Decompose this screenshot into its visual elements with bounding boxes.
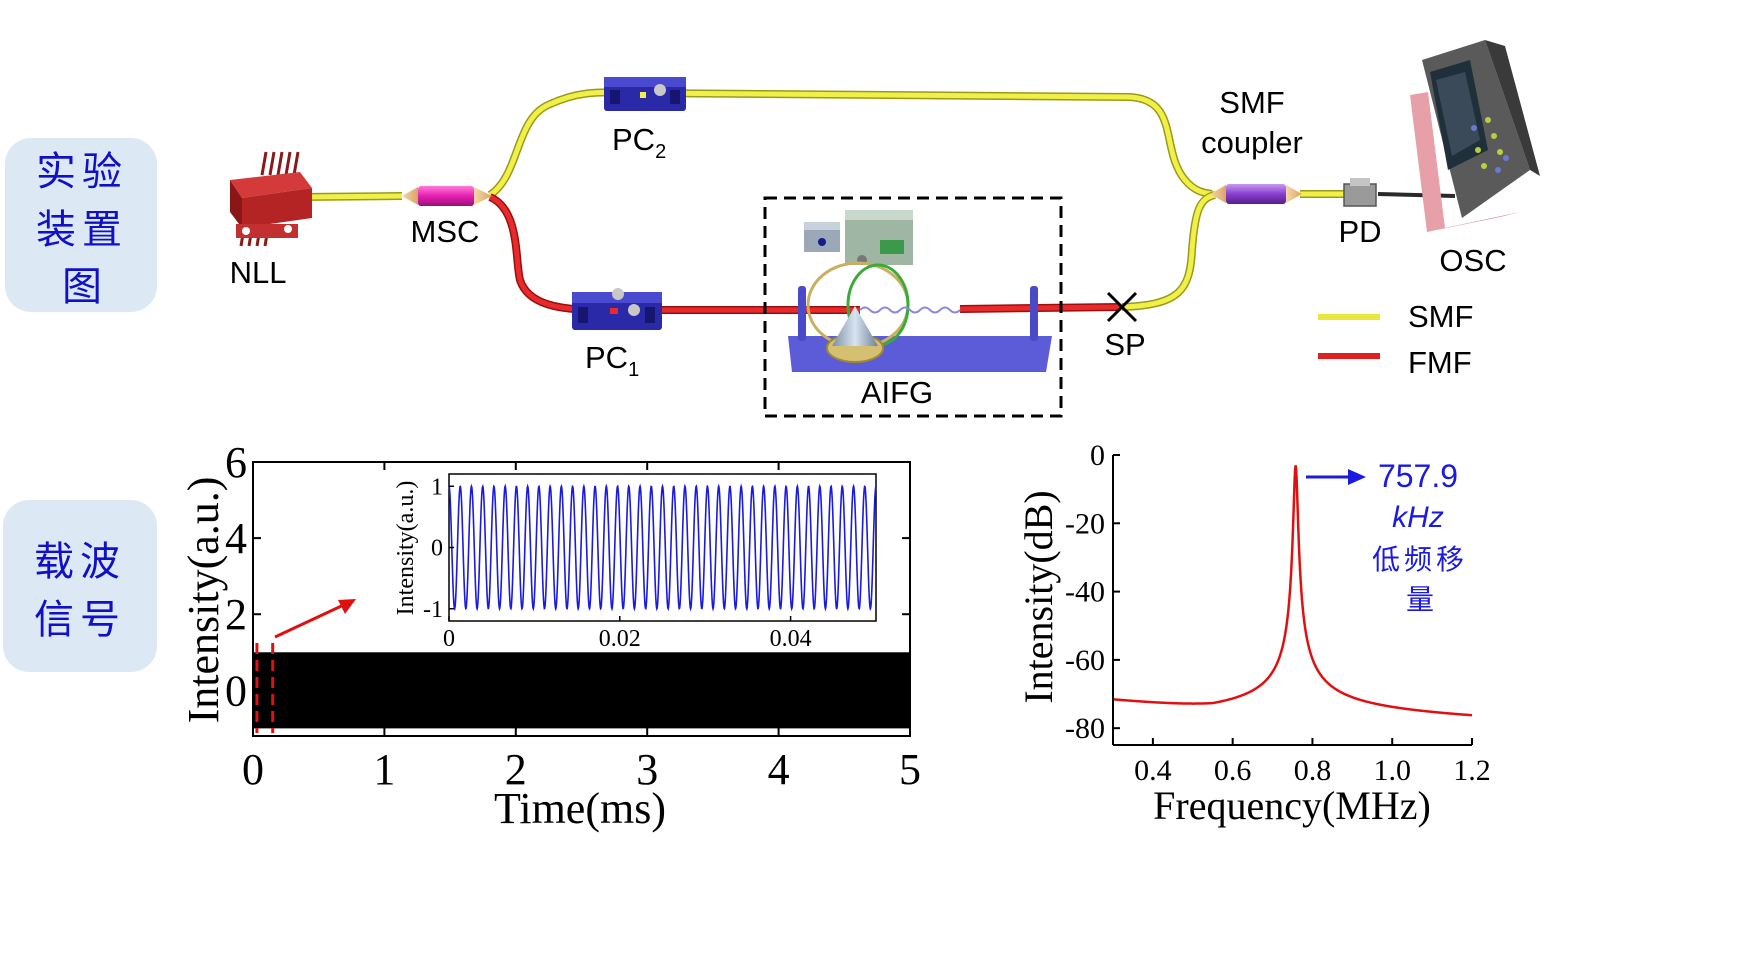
spectrum-x-tick-label: 0.8 — [1294, 754, 1332, 787]
legend-label-fmf: FMF — [1408, 345, 1472, 380]
nll-laser-icon — [230, 151, 312, 247]
peak-annotation-caption-2: 量 — [1406, 583, 1434, 616]
inset-y-tick-label: 0 — [431, 536, 443, 562]
time-x-tick-label: 3 — [636, 745, 658, 794]
side-label-signal: 载波 信号 — [3, 500, 157, 672]
smf-upper-arm — [487, 88, 1213, 199]
spectrum-x-tick-label: 0.6 — [1214, 754, 1252, 787]
side-label-setup-line2: 装置 — [36, 207, 128, 253]
spectrum-line — [1112, 465, 1473, 717]
time-y-tick-label: 2 — [225, 590, 247, 639]
aifg-dashed-frame — [763, 196, 1063, 418]
spectrum-y-axis-title: Intensity(dB) — [1016, 490, 1061, 703]
msc-coupler-icon — [402, 186, 492, 206]
spectrum-y-tick-label: -20 — [1065, 507, 1105, 540]
peak-frequency-unit: kHz — [1392, 501, 1444, 534]
inset-x-tick-label: 0 — [443, 626, 455, 652]
inset-x-tick-label: 0.02 — [599, 626, 641, 652]
inset-y-tick-label: 1 — [431, 474, 443, 500]
time-x-tick-label: 2 — [505, 745, 527, 794]
time-x-tick-label: 1 — [373, 745, 395, 794]
inset-y-axis-title: Intensity(a.u.) — [393, 481, 419, 616]
pc2-controller-icon — [604, 77, 686, 111]
peak-annotation-caption-1: 低频移 — [1372, 543, 1468, 576]
label-sp: SP — [1104, 327, 1145, 362]
spectrum-x-axis-title: Frequency(MHz) — [1153, 783, 1431, 828]
spectrum-y-tick-label: 0 — [1090, 439, 1105, 472]
time-y-tick-label: 0 — [225, 666, 247, 715]
time-signal-band — [253, 652, 910, 729]
time-x-tick-label: 4 — [768, 745, 790, 794]
smf-coupler-icon — [1210, 184, 1302, 204]
label-coupler-line2: coupler — [1201, 125, 1303, 160]
time-x-tick-label: 5 — [899, 745, 921, 794]
inset-x-tick-label: 0.04 — [770, 626, 812, 652]
label-coupler-line1: SMF — [1219, 85, 1284, 120]
spectrum-x-tick-label: 1.0 — [1373, 754, 1411, 787]
inset-signal-line — [448, 483, 877, 612]
label-pc2: PC2 — [612, 122, 666, 163]
sp-splice-icon — [1106, 291, 1138, 323]
peak-annotation-arrow-head — [1348, 469, 1366, 485]
label-pc1: PC1 — [585, 340, 639, 381]
zoom-arrow-head — [338, 599, 356, 614]
side-label-signal-line2: 信号 — [34, 597, 126, 643]
time-y-tick-label: 4 — [225, 514, 247, 563]
osc-oscilloscope-icon — [1410, 40, 1540, 232]
side-label-setup: 实验 装置 图 — [5, 138, 157, 312]
side-label-signal-line1: 载波 — [34, 539, 126, 585]
fiber-legend: SMF FMF — [1318, 299, 1473, 380]
label-osc: OSC — [1439, 243, 1506, 278]
zoom-arrow-line — [274, 600, 351, 639]
chart-spectrum: 0 -20 -40 -60 -80 0.4 0.6 0.8 1.0 1.2Frequency(MH… — [1016, 439, 1491, 828]
spectrum-y-tick-label: -40 — [1065, 576, 1105, 609]
inset-y-tick-label: -1 — [423, 597, 443, 623]
time-plot-frame — [252, 461, 911, 737]
spectrum-x-tick-label: 1.2 — [1453, 754, 1491, 787]
time-x-tick-label: 0 — [242, 745, 264, 794]
label-aifg: AIFG — [861, 375, 933, 410]
time-y-tick-label: 6 — [225, 438, 247, 487]
time-x-axis-title: Time(ms) — [494, 784, 666, 833]
smf-after-sp — [1121, 191, 1217, 311]
legend-label-smf: SMF — [1408, 299, 1473, 334]
peak-frequency-value: 757.9 — [1378, 458, 1458, 494]
side-label-setup-line1: 实验 — [36, 149, 128, 195]
spectrum-y-tick-label: -80 — [1065, 712, 1105, 745]
label-nll: NLL — [230, 255, 287, 290]
spectrum-x-tick-label: 0.4 — [1134, 754, 1172, 787]
side-label-setup-line3: 图 — [62, 264, 102, 310]
pd-detector-icon — [1343, 178, 1377, 207]
aifg-apparatus-icon — [788, 210, 1052, 372]
spectrum-y-tick-label: -60 — [1065, 644, 1105, 677]
time-y-axis-title: Intensity(a.u.) — [179, 477, 228, 724]
label-msc: MSC — [411, 214, 480, 249]
label-pd: PD — [1338, 214, 1381, 249]
pc1-controller-icon — [572, 288, 662, 330]
pd-cable — [1377, 192, 1456, 198]
